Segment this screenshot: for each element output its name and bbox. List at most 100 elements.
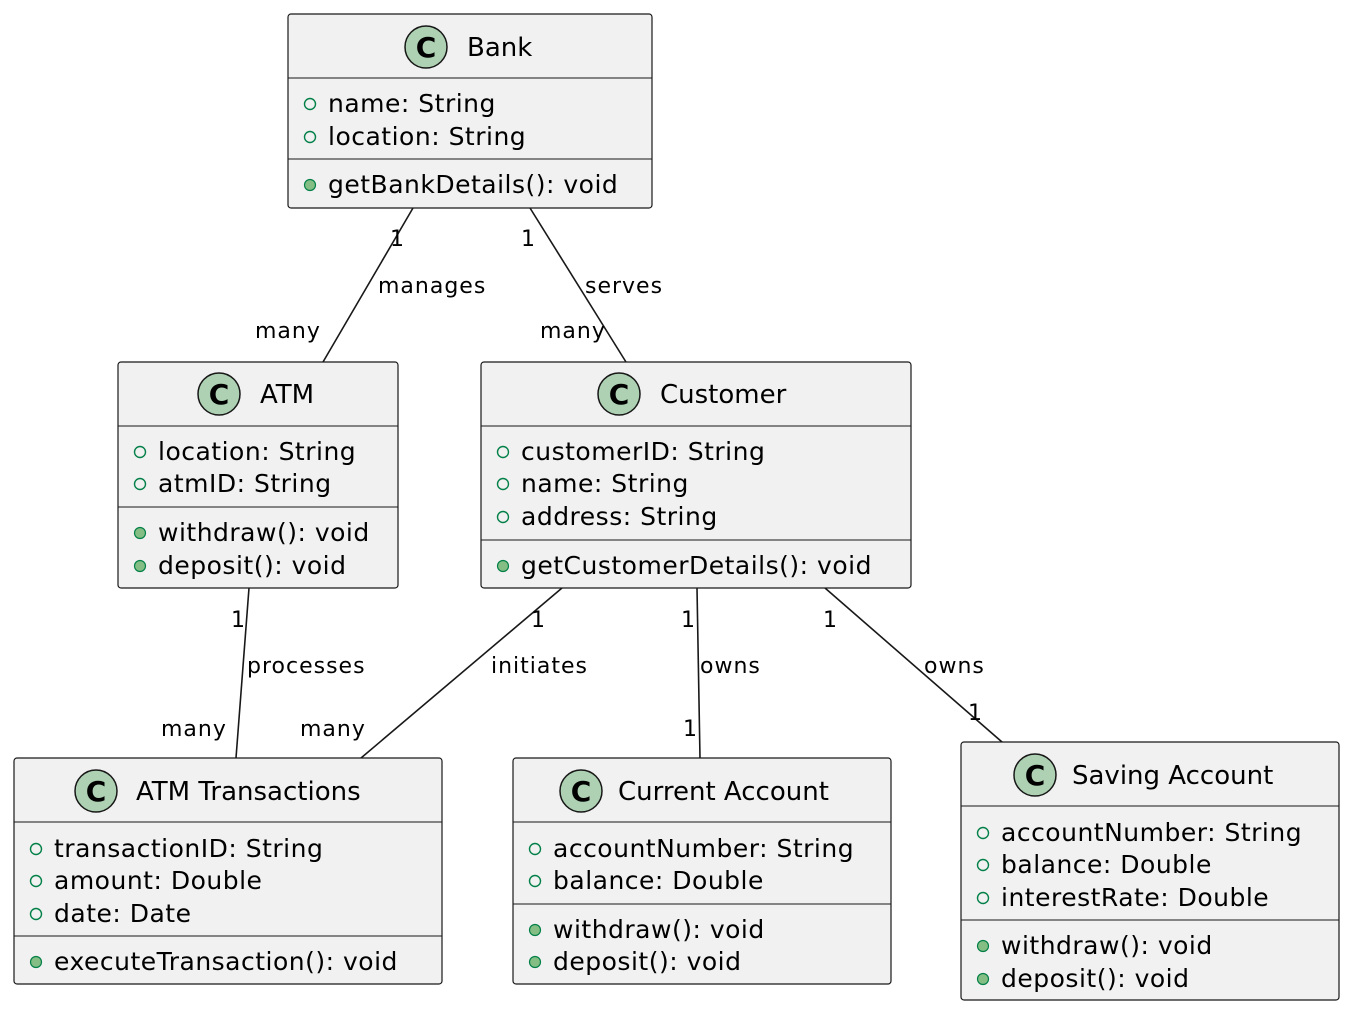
svg-text:executeTransaction(): void: executeTransaction(): void bbox=[54, 947, 398, 976]
svg-text:withdraw(): void: withdraw(): void bbox=[1001, 931, 1213, 960]
public-attribute-icon bbox=[976, 891, 990, 905]
svg-text:location: String: location: String bbox=[158, 437, 356, 466]
relations: 1 many manages 1 many serves 1 many proc… bbox=[161, 207, 1003, 759]
multiplicity-to: many bbox=[255, 319, 321, 344]
public-method-icon bbox=[133, 526, 147, 540]
class-name: Current Account bbox=[618, 777, 829, 807]
public-attribute-icon bbox=[29, 907, 43, 921]
svg-text:location: String: location: String bbox=[328, 122, 526, 151]
attribute-row: interestRate: Double bbox=[976, 883, 1269, 912]
svg-text:accountNumber: String: accountNumber: String bbox=[553, 834, 854, 863]
method-row: executeTransaction(): void bbox=[29, 947, 398, 976]
relation-customer-current: 1 1 owns bbox=[681, 587, 760, 759]
attribute-row: name: String bbox=[496, 469, 689, 498]
multiplicity-from: 1 bbox=[231, 608, 246, 633]
class-name: Bank bbox=[467, 33, 532, 63]
attribute-row: location: String bbox=[133, 437, 356, 466]
svg-text:date: Date: date: Date bbox=[54, 899, 192, 928]
public-attribute-icon bbox=[496, 477, 510, 491]
class-box bbox=[117, 361, 399, 589]
attribute-row: name: String bbox=[303, 89, 496, 118]
attribute-row: location: String bbox=[303, 122, 526, 151]
relation-atm-transactions: 1 many processes bbox=[161, 587, 366, 759]
method-row: deposit(): void bbox=[976, 964, 1189, 993]
svg-text:amount: Double: amount: Double bbox=[54, 866, 262, 895]
class-name: Customer bbox=[660, 380, 787, 410]
public-method-icon bbox=[528, 955, 542, 969]
multiplicity-to: 1 bbox=[683, 717, 698, 742]
svg-text:name: String: name: String bbox=[521, 469, 689, 498]
relation-line bbox=[824, 587, 1003, 743]
class-icon: C bbox=[559, 769, 603, 813]
public-attribute-icon bbox=[303, 97, 317, 111]
multiplicity-to: many bbox=[540, 319, 606, 344]
attribute-row: address: String bbox=[496, 502, 718, 531]
method-row: withdraw(): void bbox=[133, 518, 369, 547]
svg-text:atmID: String: atmID: String bbox=[158, 469, 332, 498]
public-method-icon bbox=[303, 178, 317, 192]
attribute-row: transactionID: String bbox=[29, 834, 323, 863]
svg-text:deposit(): void: deposit(): void bbox=[553, 947, 741, 976]
class-atm-transactions[interactable]: C ATM Transactions transactionID: String… bbox=[13, 757, 443, 985]
attribute-row: balance: Double bbox=[976, 850, 1211, 879]
class-customer[interactable]: C Customer customerID: String name: Stri… bbox=[480, 361, 912, 589]
relation-line bbox=[360, 587, 563, 759]
multiplicity-from: 1 bbox=[823, 608, 838, 633]
svg-text:C: C bbox=[416, 31, 437, 64]
attribute-row: accountNumber: String bbox=[976, 818, 1302, 847]
multiplicity-from: 1 bbox=[390, 227, 405, 252]
attribute-row: balance: Double bbox=[528, 866, 763, 895]
svg-text:deposit(): void: deposit(): void bbox=[158, 551, 346, 580]
svg-text:accountNumber: String: accountNumber: String bbox=[1001, 818, 1302, 847]
public-method-icon bbox=[496, 559, 510, 573]
svg-text:name: String: name: String bbox=[328, 89, 496, 118]
public-method-icon bbox=[976, 939, 990, 953]
class-box bbox=[480, 361, 912, 589]
multiplicity-to: many bbox=[161, 717, 227, 742]
public-attribute-icon bbox=[976, 826, 990, 840]
svg-text:getCustomerDetails(): void: getCustomerDetails(): void bbox=[521, 551, 872, 580]
public-attribute-icon bbox=[528, 842, 542, 856]
svg-text:C: C bbox=[86, 775, 107, 808]
public-attribute-icon bbox=[528, 874, 542, 888]
multiplicity-to: many bbox=[300, 717, 366, 742]
public-attribute-icon bbox=[496, 445, 510, 459]
class-icon: C bbox=[404, 25, 448, 69]
attribute-row: customerID: String bbox=[496, 437, 765, 466]
public-method-icon bbox=[133, 559, 147, 573]
multiplicity-from: 1 bbox=[521, 227, 536, 252]
class-bank[interactable]: C Bank name: String location: String get… bbox=[287, 13, 653, 209]
relation-customer-transactions: 1 many initiates bbox=[300, 587, 588, 759]
svg-text:C: C bbox=[571, 775, 592, 808]
svg-text:C: C bbox=[209, 378, 230, 411]
attribute-row: amount: Double bbox=[29, 866, 262, 895]
class-icon: C bbox=[1013, 753, 1057, 797]
class-name: ATM bbox=[260, 380, 314, 410]
svg-text:address: String: address: String bbox=[521, 502, 718, 531]
relation-label: processes bbox=[247, 654, 366, 679]
class-current-account[interactable]: C Current Account accountNumber: String … bbox=[512, 757, 892, 985]
method-row: deposit(): void bbox=[528, 947, 741, 976]
class-icon: C bbox=[197, 372, 241, 416]
svg-text:C: C bbox=[609, 378, 630, 411]
class-atm[interactable]: C ATM location: String atmID: String wit… bbox=[117, 361, 399, 589]
class-saving-account[interactable]: C Saving Account accountNumber: String b… bbox=[960, 741, 1340, 1001]
relation-bank-atm: 1 many manages bbox=[255, 207, 485, 363]
class-box bbox=[13, 757, 443, 985]
public-attribute-icon bbox=[29, 842, 43, 856]
relation-customer-saving: 1 1 owns bbox=[823, 587, 1003, 743]
svg-text:getBankDetails(): void: getBankDetails(): void bbox=[328, 170, 618, 199]
method-row: withdraw(): void bbox=[976, 931, 1213, 960]
svg-text:interestRate: Double: interestRate: Double bbox=[1001, 883, 1269, 912]
svg-text:customerID: String: customerID: String bbox=[521, 437, 765, 466]
public-attribute-icon bbox=[29, 874, 43, 888]
public-method-icon bbox=[976, 972, 990, 986]
class-box bbox=[512, 757, 892, 985]
class-icon: C bbox=[597, 372, 641, 416]
public-method-icon bbox=[528, 923, 542, 937]
relation-label: initiates bbox=[491, 654, 588, 679]
relation-line bbox=[235, 587, 250, 759]
relation-line bbox=[322, 207, 414, 363]
